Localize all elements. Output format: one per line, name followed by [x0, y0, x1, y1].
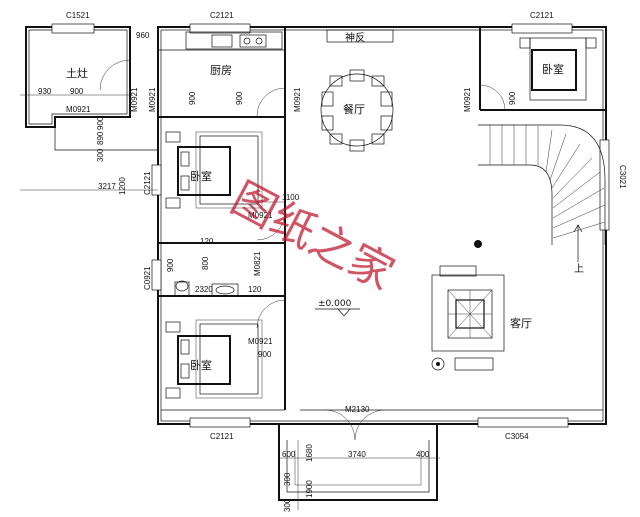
- stair-up-label: 上: [574, 263, 584, 275]
- window-label-c2121-ne: C2121: [530, 11, 554, 20]
- room-label-bedroom-sw: 卧室: [190, 358, 212, 372]
- dim-1680: 1680: [305, 444, 314, 462]
- watermark-text: 图纸之家: [223, 173, 402, 301]
- window-label-c2121-side: C2121: [143, 171, 152, 195]
- dim-1900: 1900: [305, 480, 314, 498]
- staircase: [478, 124, 606, 262]
- door-label-m0821: M0821: [253, 251, 262, 276]
- door-swings: [99, 59, 506, 441]
- window-label-c0921: C0921: [143, 266, 152, 290]
- door-label-m0921-d: M0921: [293, 87, 302, 112]
- dim-960: 960: [136, 31, 150, 40]
- kitchen-counter: [185, 31, 283, 50]
- bathroom-fixtures: [174, 280, 239, 297]
- window-label-c1521: C1521: [66, 11, 90, 20]
- door-label-m0921-b: M0921: [130, 87, 139, 112]
- column-dot: [474, 240, 482, 248]
- room-label-dining: 餐厅: [343, 102, 365, 116]
- room-label-kitchen: 厨房: [210, 64, 232, 77]
- bed-nw: [165, 131, 263, 209]
- door-label-m0921-e: M0921: [463, 87, 472, 112]
- dim-1200: 1200: [118, 177, 127, 195]
- window-label-c3021: C3021: [618, 165, 627, 189]
- dim-930: 930: [38, 87, 52, 96]
- dining-table: [320, 69, 394, 152]
- room-label-shrine: 神反: [345, 31, 365, 44]
- dim-300: 300: [96, 148, 105, 162]
- sofa-set: [431, 265, 505, 371]
- dim-900-g: 900: [166, 258, 175, 272]
- dimension-lines: [20, 94, 440, 510]
- window-label-c2121-bottom: C2121: [210, 432, 234, 441]
- dim-900-e: 900: [508, 91, 517, 105]
- room-label-living: 客厅: [510, 316, 532, 330]
- dim-3217: 3217: [98, 182, 116, 191]
- room-label-bedroom-ne: 卧室: [542, 62, 564, 76]
- dim-1100: 1100: [282, 193, 300, 202]
- dim-120-b: 120: [248, 285, 262, 294]
- window-label-c2121-top: C2121: [210, 11, 234, 20]
- dim-120-a: 120: [200, 237, 214, 246]
- door-label-m0921-a: M0921: [66, 105, 91, 114]
- dim-600: 600: [282, 450, 296, 459]
- door-label-m2130: M2130: [345, 405, 370, 414]
- dim-800: 800: [201, 256, 210, 270]
- room-label-tuzao: 土灶: [66, 67, 88, 80]
- window-label-c3054: C3054: [505, 432, 529, 441]
- dim-890: 890: [96, 131, 105, 145]
- shrine-table: [326, 29, 394, 43]
- bed-ne: [519, 37, 597, 101]
- dim-300-c: 300: [283, 498, 292, 512]
- level-marker: [315, 308, 360, 317]
- bed-sw: [165, 319, 263, 399]
- dim-3740: 3740: [348, 450, 366, 459]
- dim-2320: 2320: [195, 285, 213, 294]
- dim-400: 400: [416, 450, 430, 459]
- dim-900-a: 900: [70, 87, 84, 96]
- dim-900-c: 900: [188, 91, 197, 105]
- window-marks: [51, 23, 610, 428]
- room-label-bedroom-nw: 卧室: [190, 169, 212, 183]
- door-label-m0921-c: M0921: [148, 87, 157, 112]
- door-label-m0921-g: M0921: [248, 337, 273, 346]
- dim-300-b: 300: [283, 472, 292, 486]
- dim-900-d: 900: [235, 91, 244, 105]
- door-label-m0921-f: M0921: [248, 211, 273, 220]
- dim-900-b: 900: [96, 116, 105, 130]
- level-label: ±0.000: [318, 299, 352, 309]
- dim-900-f: 900: [258, 350, 272, 359]
